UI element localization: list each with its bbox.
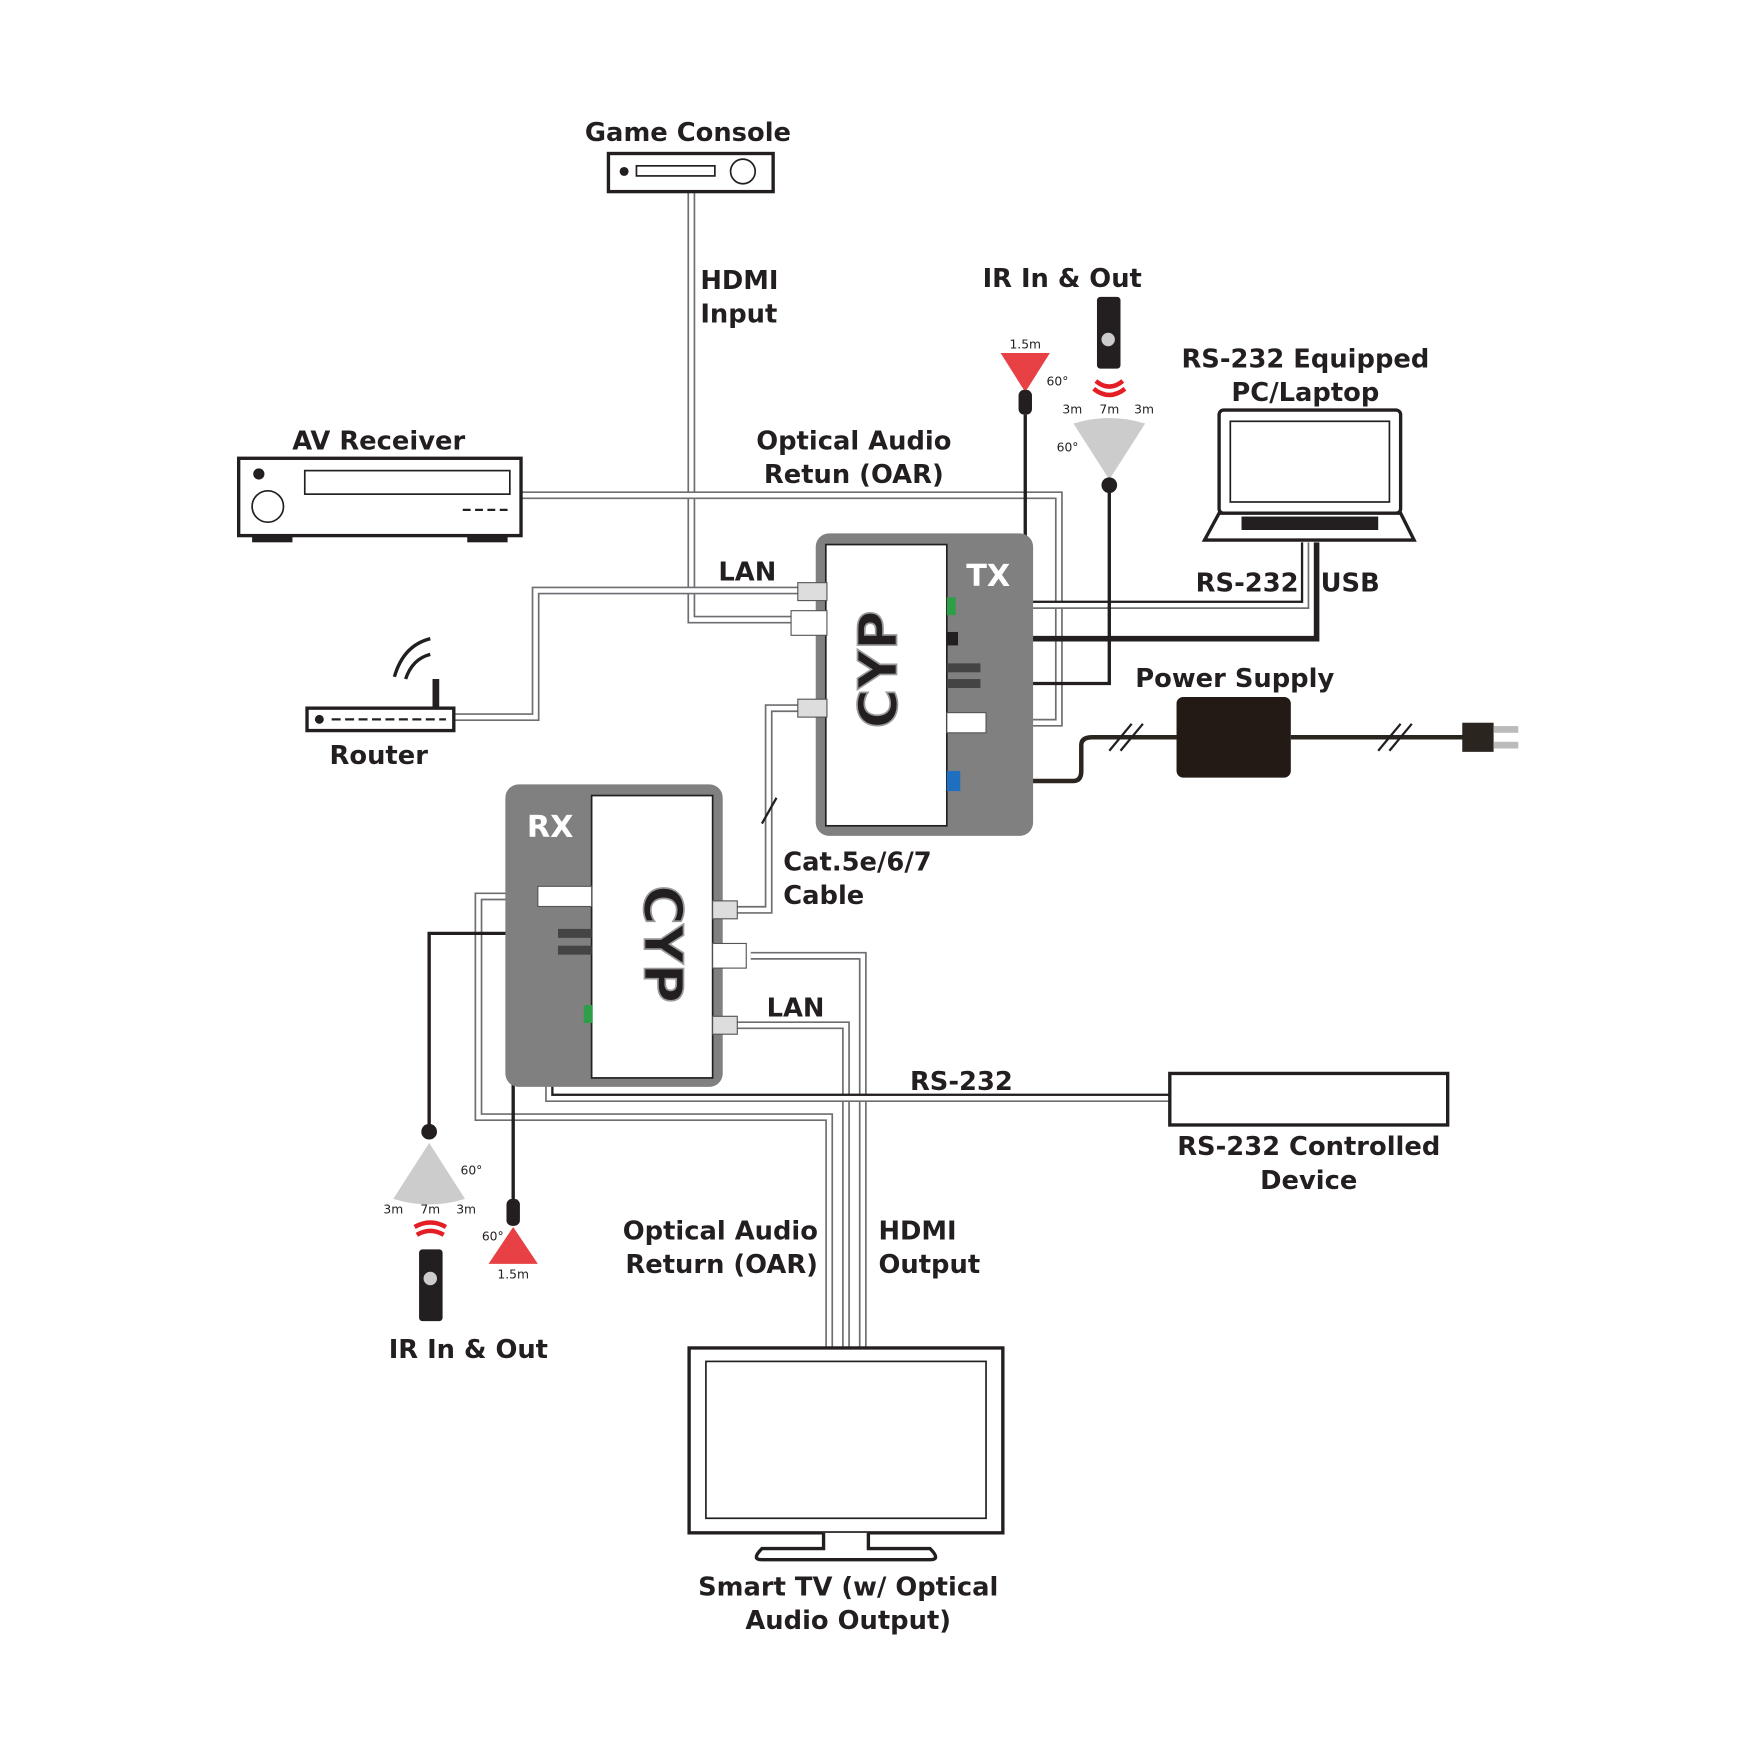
tx-unit: TX CYP (790, 533, 1034, 836)
optical-out-port (946, 712, 987, 734)
rs232-terminal (583, 1005, 593, 1024)
brand-logo: CYP (631, 885, 694, 1003)
lan-bottom-cable (733, 1021, 850, 1348)
ir-out-jack (946, 679, 981, 688)
tv-label-2: Audio Output) (745, 1606, 951, 1636)
ir-receiver-top: 3m 7m 3m 60° (1057, 296, 1154, 494)
laptop-icon (1201, 408, 1417, 542)
range-center: 7m (420, 1203, 440, 1217)
game-console-icon (606, 151, 775, 194)
ir-in-jack (558, 945, 592, 955)
router-icon (305, 637, 456, 733)
cat-cable-label-2: Cable (783, 881, 864, 911)
ir-emitter-bottom: 1.5m 60° (482, 1198, 538, 1281)
hdmi-out-port (712, 942, 747, 969)
power-supply-brick (1176, 696, 1291, 778)
av-receiver-icon (236, 456, 523, 543)
pc-label: RS-232 Equipped (1181, 345, 1429, 375)
usb-port (946, 631, 959, 646)
tx-label: TX (966, 559, 1010, 594)
emitter-range: 1.5m (1009, 337, 1041, 351)
ir-emitter-top: 1.5m 60° (1000, 337, 1069, 415)
ir-bottom-label: IR In & Out (389, 1335, 548, 1365)
hdbaset-out-port (797, 698, 828, 718)
usb-label: USB (1321, 569, 1380, 599)
oar-bottom-cable (474, 892, 834, 1348)
rs232-controlled-device (1168, 1071, 1450, 1127)
emitter-angle: 60° (482, 1229, 504, 1243)
power-supply-label: Power Supply (1135, 664, 1334, 694)
hdmi-output-label: HDMI (878, 1216, 956, 1246)
wifi-icon (392, 637, 431, 678)
rs232-device-label-2: Device (1260, 1166, 1357, 1196)
rs232-top-cable (952, 542, 1310, 609)
oar-bottom-label-2: Return (OAR) (625, 1250, 818, 1280)
cat-cable (726, 704, 805, 914)
range-center: 7m (1099, 402, 1119, 416)
remote-control-icon (1096, 296, 1121, 369)
hdmi-in-port (790, 610, 828, 636)
smart-tv-icon (687, 1346, 1005, 1562)
lan-port (797, 582, 828, 602)
lan-top-label: LAN (718, 557, 776, 587)
range-right: 3m (456, 1203, 476, 1217)
rs232-bottom-label: RS-232 (910, 1067, 1013, 1097)
range-left: 3m (1062, 402, 1082, 416)
rs232-terminal (946, 597, 956, 616)
hdmi-output-label-2: Output (878, 1250, 980, 1280)
hdmi-input-label-2: Input (700, 300, 777, 330)
dc-terminal (946, 770, 961, 792)
lan-bottom-label: LAN (767, 993, 825, 1023)
lan-port (712, 1015, 738, 1035)
receiver-angle: 60° (461, 1163, 483, 1177)
emitter-angle: 60° (1047, 374, 1069, 388)
ir-out-jack (558, 928, 592, 938)
oar-top-label: Optical Audio (756, 426, 951, 456)
hdmi-input-label: HDMI (700, 266, 778, 296)
hdmi-output-cable (750, 951, 867, 1348)
rx-label: RX (527, 810, 574, 845)
game-console-label: Game Console (585, 118, 791, 148)
range-left: 3m (383, 1203, 403, 1217)
rx-unit: RX CYP (505, 784, 747, 1087)
power-plug-icon (1462, 722, 1519, 752)
pc-label-2: PC/Laptop (1231, 378, 1379, 408)
emitter-range: 1.5m (497, 1267, 529, 1281)
hdbaset-in-port (712, 900, 738, 920)
receiver-angle: 60° (1057, 441, 1079, 455)
av-receiver-label: AV Receiver (292, 426, 465, 456)
usb-cable (952, 542, 1320, 642)
router-lan-cable (453, 586, 805, 722)
cat-cable-label: Cat.5e/6/7 (783, 848, 931, 878)
tv-label: Smart TV (w/ Optical (698, 1573, 998, 1603)
router-label: Router (330, 741, 429, 771)
oar-bottom-label: Optical Audio (623, 1216, 818, 1246)
oar-top-label-2: Retun (OAR) (764, 460, 944, 490)
ir-receiver-bottom: 3m 7m 3m 60° (383, 1123, 483, 1322)
rs232-device-label: RS-232 Controlled (1177, 1132, 1440, 1162)
rs232-top-label: RS-232 (1196, 569, 1299, 599)
hdmi-input-cable (687, 191, 798, 624)
ir-in-jack (946, 663, 981, 673)
remote-control-icon (419, 1249, 443, 1322)
range-right: 3m (1134, 402, 1154, 416)
ir-top-label: IR In & Out (983, 264, 1142, 294)
optical-in-port (537, 885, 593, 908)
brand-logo: CYP (846, 611, 909, 729)
